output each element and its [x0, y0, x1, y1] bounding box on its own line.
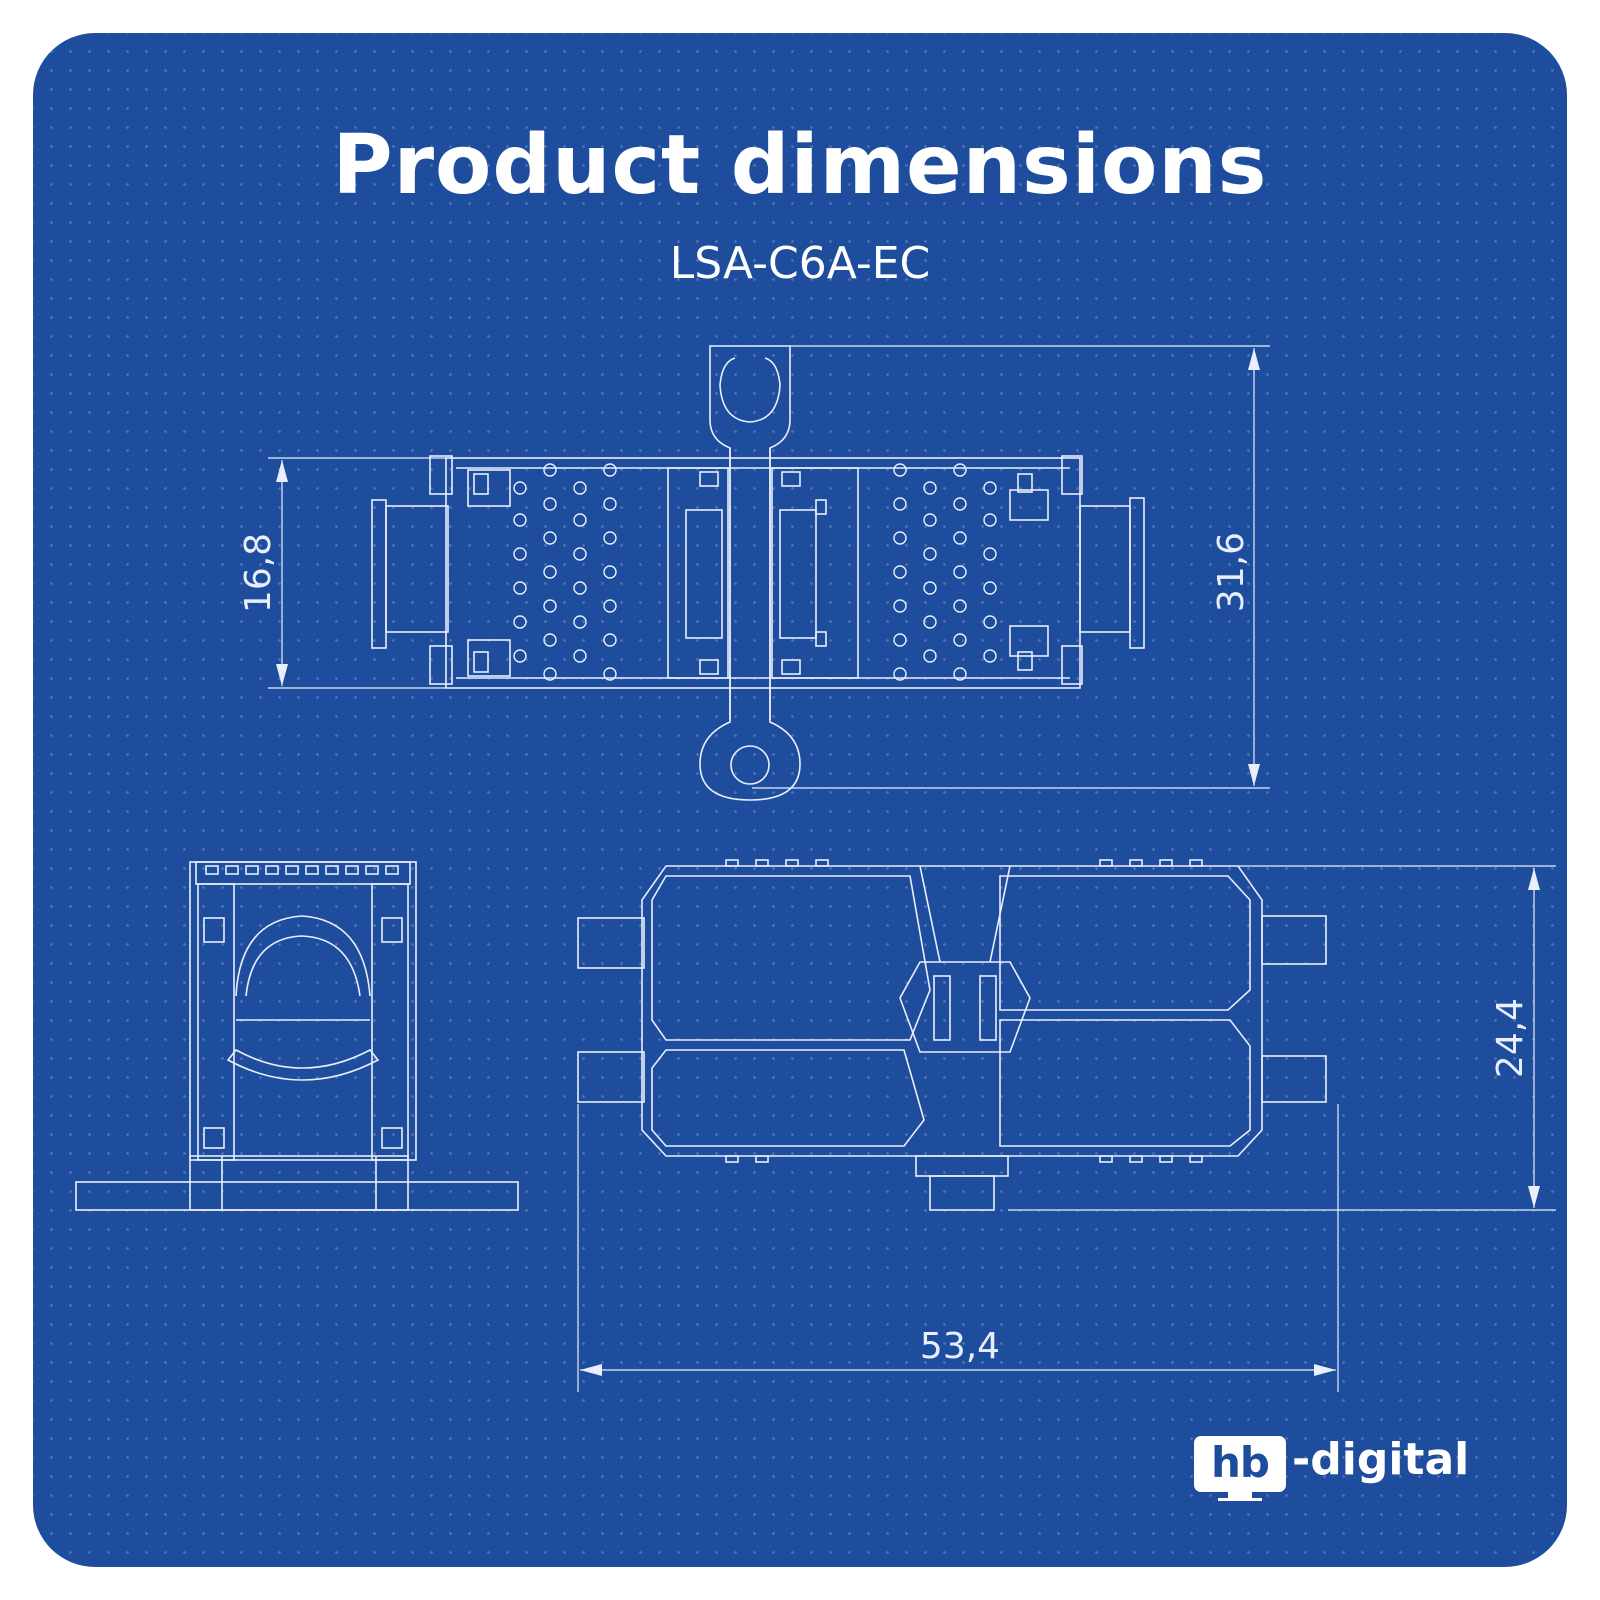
logo-monitor-stand: [1228, 1492, 1252, 1500]
logo-monitor-foot: [1218, 1498, 1262, 1501]
page-title: Product dimensions: [332, 118, 1268, 213]
side-view: [577, 859, 1327, 1211]
product-code: LSA-C6A-EC: [669, 238, 931, 289]
dimension-side-height: 24,4: [1008, 865, 1556, 1211]
dimension-side-length: 53,4: [577, 1104, 1339, 1392]
dimension-top-length-label: 31,6: [1211, 532, 1252, 612]
blueprint-background: [33, 33, 1567, 1567]
dimension-top-height-label: 16,8: [238, 533, 279, 613]
front-view: [75, 861, 519, 1211]
dimension-side-height-label: 24,4: [1490, 998, 1531, 1078]
top-view: [371, 345, 1145, 801]
dimension-top-height: 16,8: [238, 457, 446, 689]
side-view-bumps: [725, 859, 1203, 1163]
dimension-top-length: 31,6: [752, 345, 1270, 789]
contact-dots-right: [893, 463, 997, 681]
front-view-teeth: [205, 865, 399, 875]
logo-text: -digital: [1292, 1434, 1470, 1485]
logo-mark: hb: [1194, 1436, 1286, 1492]
dimension-side-length-label: 53,4: [920, 1326, 1000, 1367]
contact-dots-left: [513, 463, 617, 681]
